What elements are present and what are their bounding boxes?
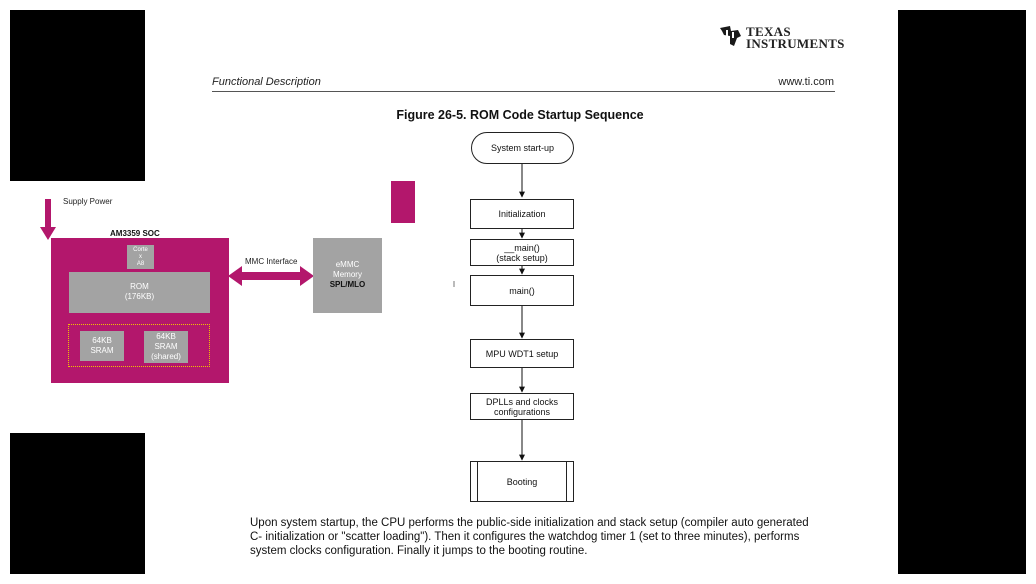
sram-dotted-group: [68, 324, 210, 367]
sram-block: 64KB SRAM: [80, 331, 124, 361]
cortex-a8-block: Corte x A8: [127, 245, 154, 269]
supply-power-arrow-icon: [40, 199, 56, 240]
shared-sram-block: 64KB SRAM (shared): [144, 331, 188, 363]
soc-name-label: AM3359 SOC: [110, 229, 160, 238]
shared-sram-label: SRAM: [154, 342, 178, 351]
black-region-top-left: [10, 10, 145, 181]
mmc-interface-label: MMC Interface: [245, 257, 298, 266]
flow-step-booting: Booting: [470, 461, 574, 502]
description-paragraph: Upon system startup, the CPU performs th…: [250, 517, 809, 557]
emmc-memory-block: eMMC Memory SPL/MLO: [313, 238, 382, 313]
black-region-right: [898, 10, 1026, 574]
section-title: Functional Description: [212, 76, 321, 88]
sram-label: SRAM: [90, 346, 114, 355]
rom-label: ROM: [130, 282, 149, 291]
flow-step-stack-setup: __main() (stack setup): [470, 239, 574, 266]
flow-step-label: MPU WDT1 setup: [485, 348, 559, 359]
flow-step-label: Booting: [506, 476, 538, 487]
brand-line-2: INSTRUMENTS: [746, 36, 845, 51]
sram-label: 64KB: [92, 336, 112, 345]
cortex-label: x: [139, 254, 142, 260]
emmc-label: Memory: [333, 270, 362, 279]
flow-step-label: Initialization: [498, 209, 546, 219]
black-region-bottom-left: [10, 433, 145, 574]
magenta-marker: [391, 181, 415, 223]
flow-step-label: DPLLs and clocks: [485, 396, 559, 407]
brand-line-1: TEXAS: [746, 24, 791, 39]
flow-step-label: __main(): [504, 242, 540, 253]
rom-block: ROM (176KB): [69, 272, 210, 313]
flow-step-system-startup: System start-up: [471, 132, 574, 164]
flow-step-dpll-config: DPLLs and clocks configurations: [470, 393, 574, 420]
figure-title: Figure 26-5. ROM Code Startup Sequence: [396, 108, 644, 122]
flow-step-main: main(): [470, 275, 574, 306]
booting-inner-line-left: [477, 462, 478, 501]
flow-step-label: System start-up: [490, 143, 555, 153]
cortex-label: A8: [136, 261, 145, 267]
emmc-label: eMMC: [335, 260, 360, 269]
flow-step-label: (stack setup): [496, 252, 548, 263]
flow-step-wdt-setup: MPU WDT1 setup: [470, 339, 574, 368]
mmc-bidirectional-arrow-icon: [228, 266, 314, 286]
spl-mlo-label: SPL/MLO: [329, 280, 366, 289]
flow-step-initialization: Initialization: [470, 199, 574, 229]
flow-step-label: configurations: [493, 406, 551, 417]
header-rule: [212, 91, 835, 92]
site-url: www.ti.com: [778, 76, 834, 88]
rom-size-label: (176KB): [124, 292, 155, 301]
ti-state-icon: [720, 26, 741, 46]
cortex-label: Corte: [133, 247, 148, 253]
booting-inner-line-right: [566, 462, 567, 501]
flow-step-label: main(): [509, 285, 535, 296]
shared-sram-label: (shared): [151, 352, 181, 361]
shared-sram-label: 64KB: [156, 332, 176, 341]
supply-power-label: Supply Power: [63, 197, 113, 206]
